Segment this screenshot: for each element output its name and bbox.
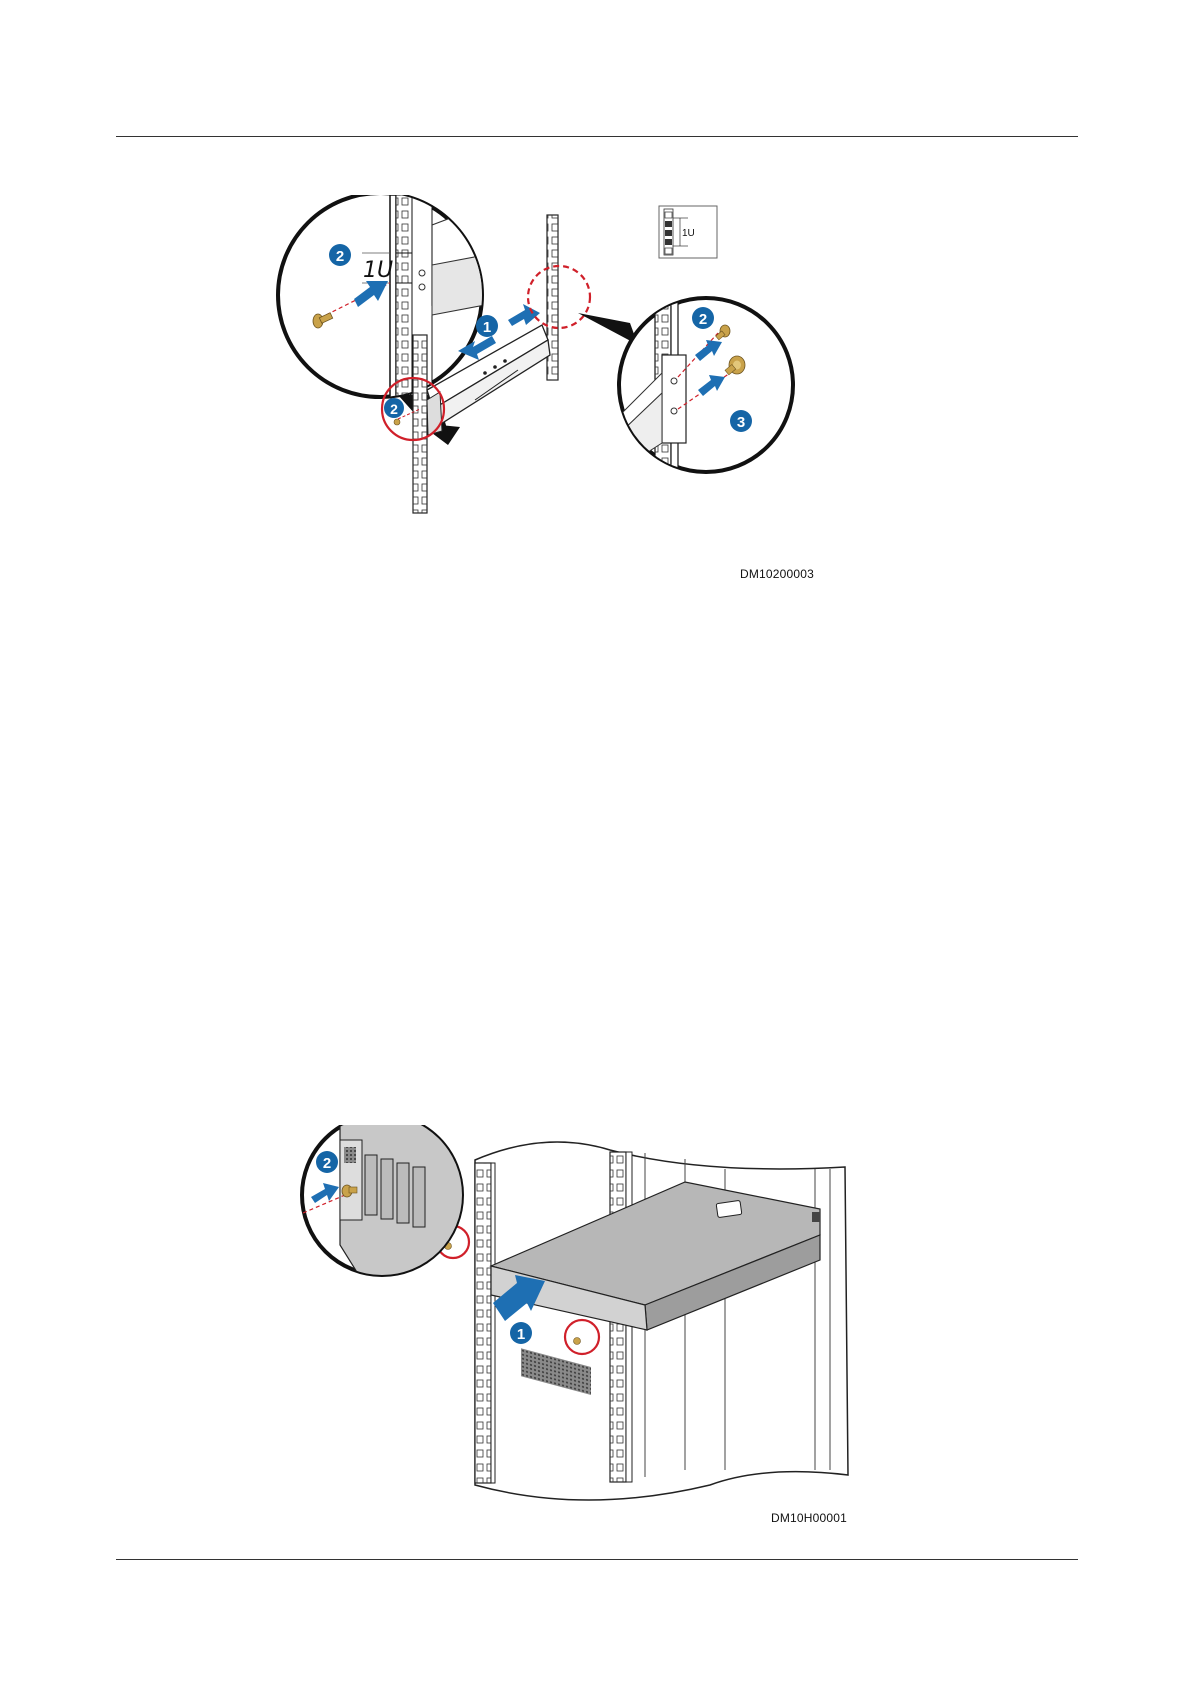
callout-magnified-left: 1U 2: [278, 195, 485, 405]
rack-post-front-left: [413, 335, 427, 513]
rail-installation-illustration: 1U 2: [270, 195, 870, 585]
step-badge-label: 2: [336, 248, 344, 265]
server-installation-illustration: 1 2: [285, 1125, 860, 1525]
highlight-rear-mount: [528, 266, 590, 328]
callout-magnified-ear: 2: [302, 1125, 475, 1285]
step-badge-label: 2: [390, 401, 398, 417]
figure-rail-installation: 1U 2: [270, 195, 870, 585]
unit-legend: 1U: [659, 206, 717, 258]
step-badge-label: 2: [699, 311, 707, 328]
figure-id: DM10H00001: [771, 1511, 847, 1525]
callout-unit-label: 1U: [363, 258, 393, 283]
figure-server-installation: 1 2: [285, 1125, 860, 1525]
header-rule: [116, 136, 1078, 137]
extend-arrow-right-icon: [508, 304, 540, 326]
chassis-label-plate: [716, 1200, 742, 1217]
footer-rule: [116, 1559, 1078, 1560]
figure-id: DM10200003: [740, 567, 814, 581]
unit-legend-label: 1U: [682, 228, 695, 239]
step-badge-label: 2: [323, 1155, 331, 1172]
screw-small-icon: [394, 419, 400, 425]
step-badge-label: 1: [483, 319, 491, 336]
rack-post-left: [475, 1163, 495, 1483]
step-badge-label: 1: [517, 1326, 525, 1343]
step-badge-label: 3: [737, 414, 745, 431]
callout-pointer-right: [578, 313, 638, 345]
callout-magnified-right: 2 3: [619, 290, 793, 490]
